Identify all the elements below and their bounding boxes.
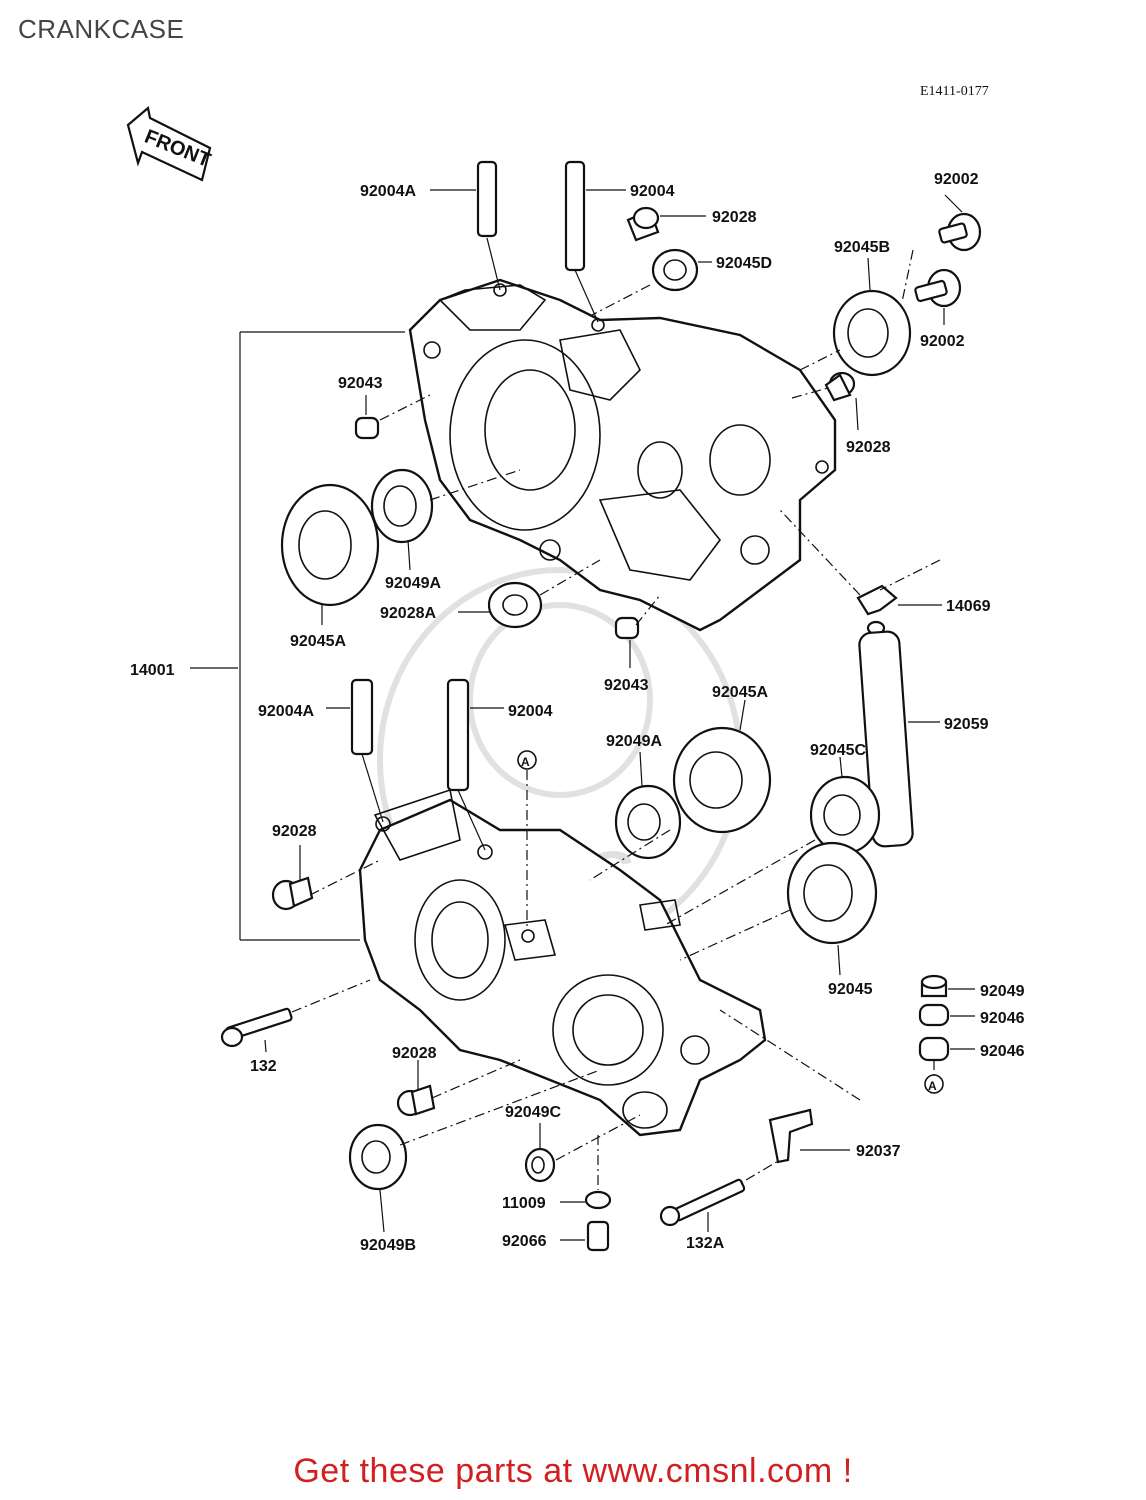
drawing-code: E1411-0177 [920,84,989,99]
callout-92066: 92066 [502,1233,547,1250]
callout-92004a-upper: 92004A [360,183,416,200]
seal-92049c [524,1147,556,1183]
dowel-92043-middle [614,616,640,640]
callout-92028-right: 92028 [846,439,891,456]
plug-92028-right [824,371,856,402]
callout-11009: 11009 [502,1195,546,1212]
plug-92028-top [626,206,660,242]
bearing-92045d [651,248,699,292]
callout-labels: 92004A 92004 92028 92045D 92002 92045B 9… [130,171,1025,1254]
callout-92049a-upper: 92049A [385,575,441,592]
bolt-132 [220,1007,293,1048]
callout-92045a-upper: 92045A [290,633,346,650]
callout-92043-middle: 92043 [604,677,649,694]
seal-92049a-upper [370,468,434,544]
callout-132a: 132A [686,1235,725,1252]
collar-92028a [487,581,543,629]
bearing-92045 [786,841,878,945]
bearing-92045a-lower [672,726,772,834]
elbow-14069 [856,584,898,636]
upper-crankcase-half [408,278,837,632]
bearing-92045c [809,775,881,855]
callout-92004-lower: 92004 [508,703,553,720]
front-arrow-icon: FRONT [126,105,214,182]
callout-92045d: 92045D [716,255,772,272]
damper-92049 [920,974,948,998]
callout-92045: 92045 [828,981,873,998]
dowel-92043-upper [354,416,380,440]
callout-92028a: 92028A [380,605,436,622]
callout-92049c: 92049C [505,1104,561,1121]
drain-bolt-92066 [586,1220,610,1252]
callout-92045b: 92045B [834,239,890,256]
callout-92049a-lower: 92049A [606,733,662,750]
plug-92028-lower [396,1084,436,1117]
bolt-132a [659,1178,746,1227]
lower-crankcase-half [358,788,767,1137]
callout-92004-upper: 92004 [630,183,675,200]
callout-92045c: 92045C [810,742,866,759]
callout-92059: 92059 [944,716,989,733]
stud-92004a-lower [350,678,384,823]
crankcase-assembly-bracket [190,331,405,941]
callout-92028-lower-left: 92028 [272,823,317,840]
stud-92004a-upper [476,160,501,291]
damper-92046-a [918,1003,950,1027]
svg-text:A: A [521,755,530,769]
plug-92028-lower-left [271,876,314,911]
callout-92002-lower: 92002 [920,333,965,350]
damper-92046-b [918,1036,950,1062]
callout-132: 132 [250,1058,277,1075]
callout-92002-upper: 92002 [934,171,979,188]
reference-mark-a-top: A [517,750,537,930]
callout-92004a-lower: 92004A [258,703,314,720]
callout-92045a-lower: 92045A [712,684,768,701]
bolt-92002-upper [938,212,982,252]
stud-92004-lower [446,678,486,851]
callout-92046-b: 92046 [980,1043,1025,1060]
bearing-92045b [832,289,912,377]
stud-92004-upper [564,160,599,323]
bracket-92037 [768,1108,814,1164]
page-title: CRANKCASE [18,14,185,44]
callout-92028-lower: 92028 [392,1045,437,1062]
leader-lines [264,189,975,1241]
bearing-92045a-upper [280,483,380,607]
reference-mark-a-bottom: A [924,1060,944,1094]
callout-92043-upper: 92043 [338,375,383,392]
washer-11009 [584,1190,612,1210]
callout-92028-top: 92028 [712,209,757,226]
callout-92049: 92049 [980,983,1025,1000]
seal-92049a-lower [614,784,682,860]
parts-promo-footer[interactable]: Get these parts at www.cmsnl.com ! [293,1452,853,1490]
callout-14001: 14001 [130,662,175,679]
svg-text:A: A [928,1079,937,1093]
callout-92049b: 92049B [360,1237,416,1254]
callout-92046-a: 92046 [980,1010,1025,1027]
callout-14069: 14069 [946,598,991,615]
seal-92049b [348,1123,408,1191]
callout-92037: 92037 [856,1143,901,1160]
bolt-92002-lower [914,268,962,308]
